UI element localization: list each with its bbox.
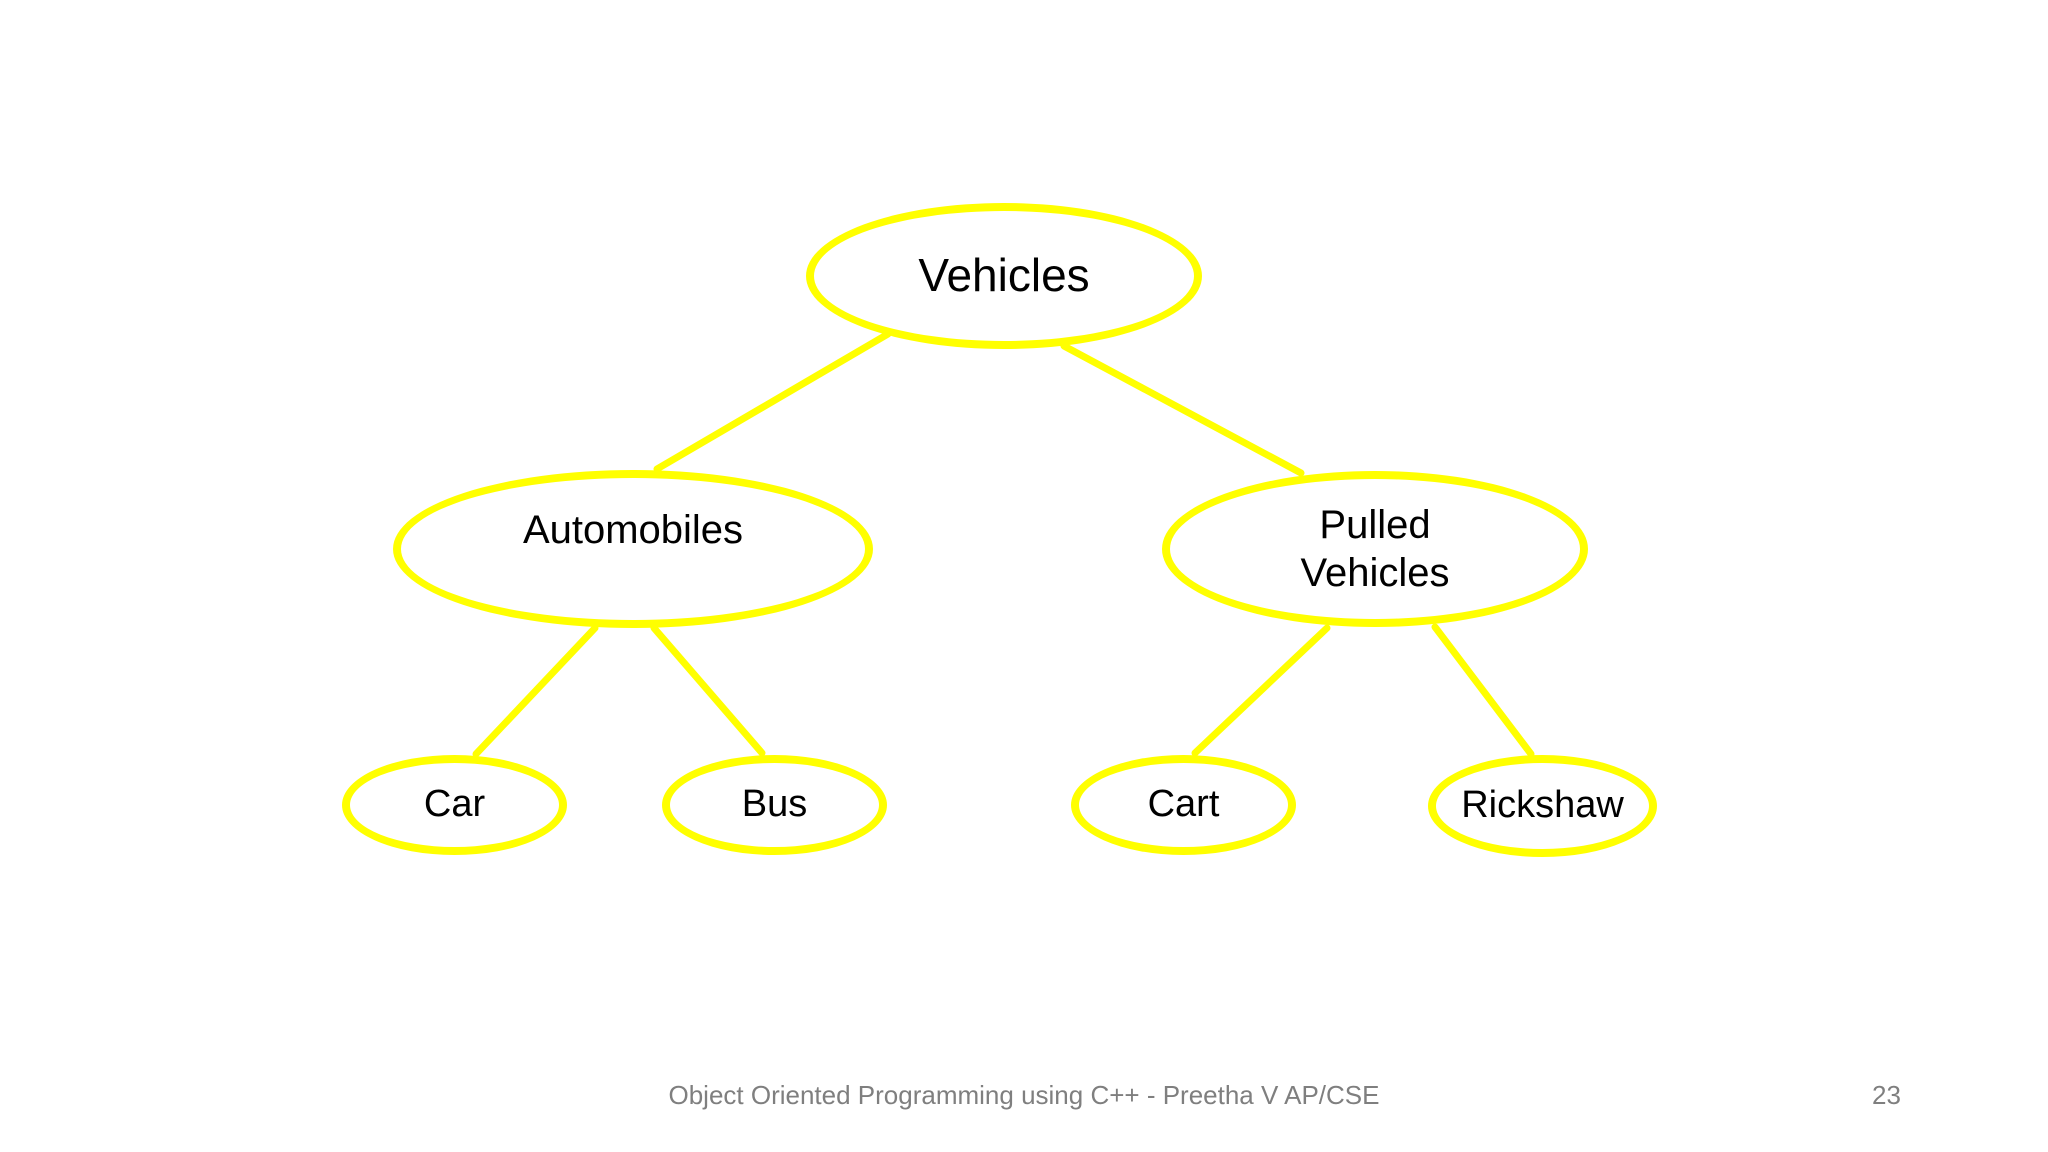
node-cart-label: Cart: [1147, 783, 1220, 826]
footer-text: Object Oriented Programming using C++ - …: [668, 1080, 1380, 1110]
node-rickshaw: Rickshaw: [1428, 755, 1657, 857]
page-number: 23: [1872, 1080, 1901, 1110]
node-bus-label: Bus: [741, 783, 808, 826]
node-bus: Bus: [662, 755, 887, 855]
edge-pulled-vehicles-cart: [1191, 624, 1331, 757]
node-vehicles: Vehicles: [806, 203, 1202, 349]
node-cart: Cart: [1071, 755, 1296, 855]
edge-vehicles-pulled-vehicles: [1060, 342, 1305, 477]
node-pulled-vehicles: Pulled Vehicles: [1162, 471, 1588, 627]
node-rickshaw-label: Rickshaw: [1461, 784, 1624, 827]
node-car-label: Car: [423, 783, 486, 826]
node-car: Car: [342, 755, 567, 855]
edge-automobiles-car: [472, 624, 599, 758]
node-automobiles-label: Automobiles: [522, 508, 744, 552]
edge-vehicles-automobiles: [653, 330, 892, 473]
edge-pulled-vehicles-rickshaw: [1431, 623, 1535, 758]
node-pulled-vehicles-label: Pulled Vehicles: [1300, 503, 1450, 595]
edge-automobiles-bus: [650, 624, 766, 757]
node-automobiles: Automobiles: [393, 470, 873, 628]
node-vehicles-label: Vehicles: [918, 249, 1090, 302]
